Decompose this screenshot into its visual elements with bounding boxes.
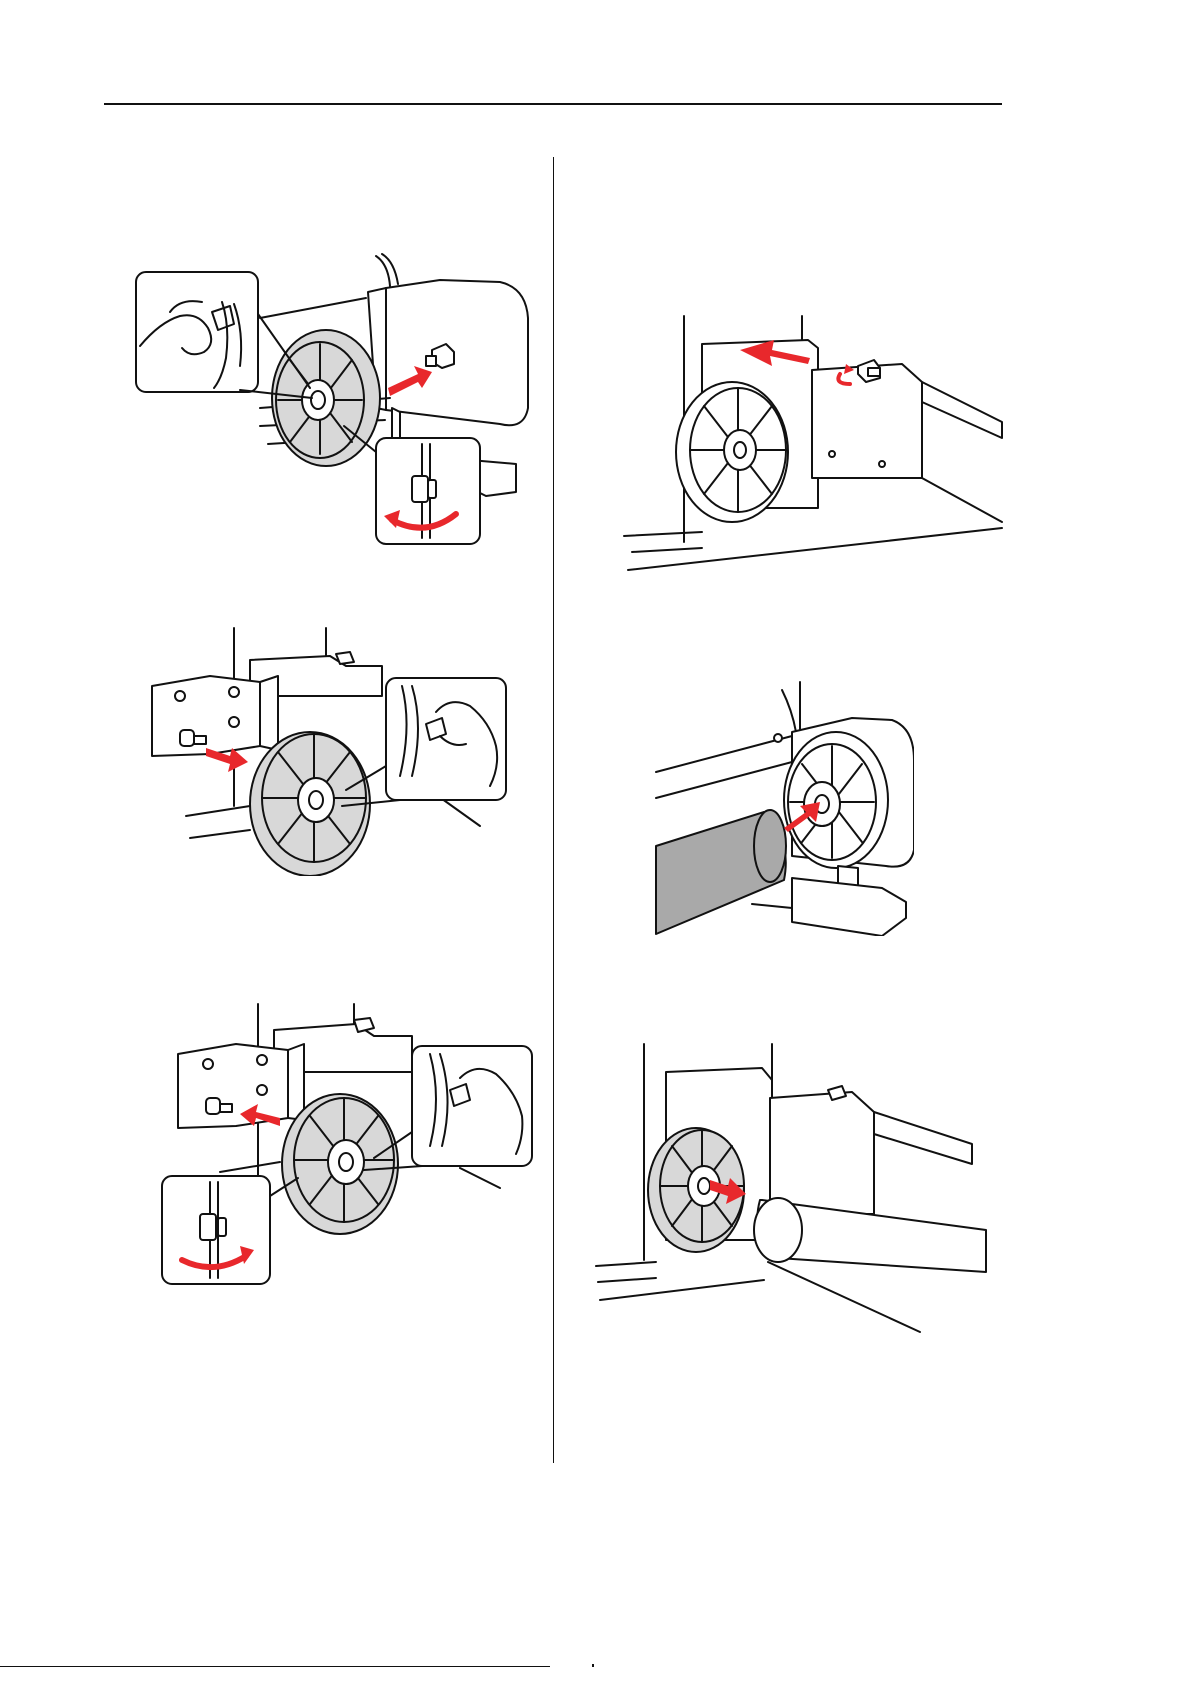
header-rule	[104, 103, 1002, 105]
figure-slide-holder-and-lock-knob	[622, 312, 1006, 576]
column-divider	[553, 157, 554, 1463]
footer-mark	[592, 1664, 594, 1667]
footer-rule	[0, 1666, 550, 1667]
figure-remove-flange-from-holder	[150, 626, 510, 876]
figure-insert-flange-into-roll-core	[592, 1040, 1002, 1340]
figure-insert-roll-core-into-motor-flange	[652, 680, 914, 936]
figure-attach-flange-to-takeup-motor	[130, 248, 540, 550]
figure-attach-flange-to-holder	[160, 1002, 536, 1288]
